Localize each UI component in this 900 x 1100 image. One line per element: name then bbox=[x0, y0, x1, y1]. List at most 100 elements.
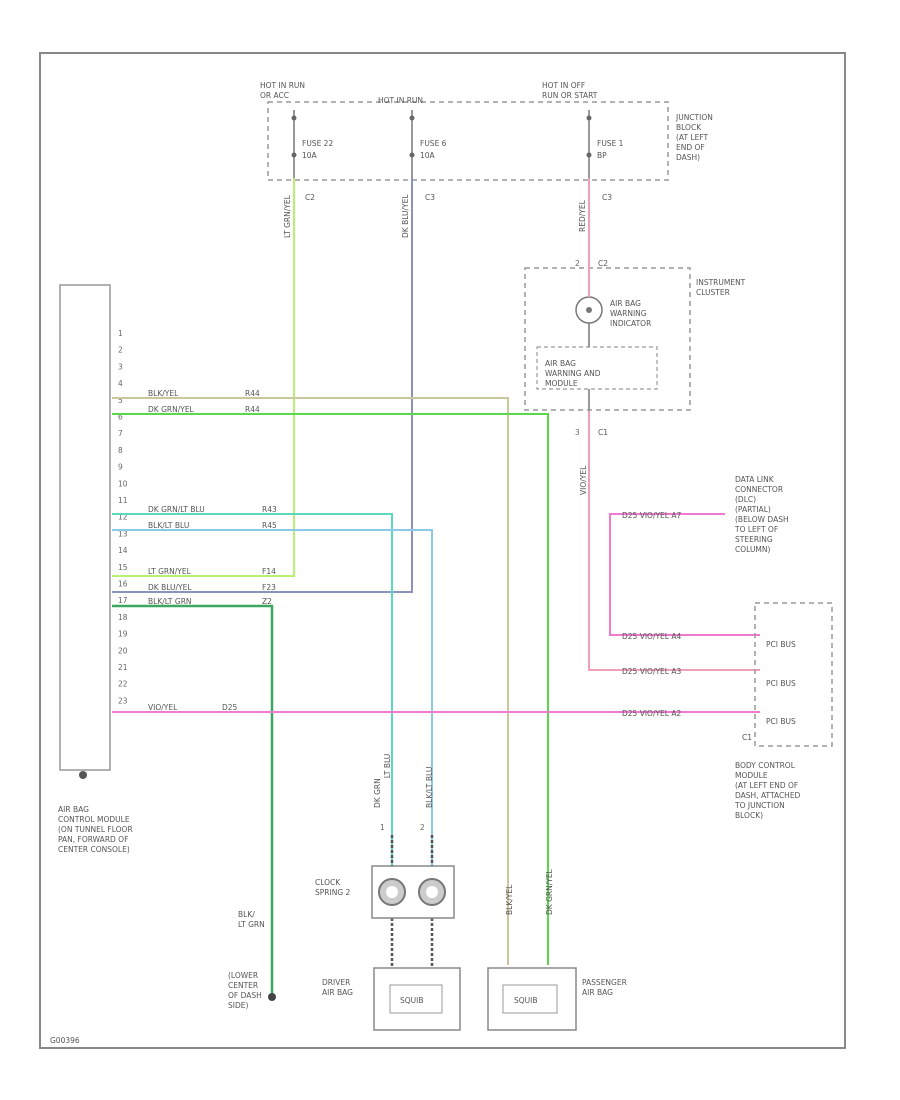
acm-wire-name-2: DK GRN/LT BLU bbox=[148, 505, 205, 514]
acm-pin-15: 15 bbox=[118, 563, 128, 572]
acm-wire-circuit-0: R44 bbox=[245, 389, 260, 398]
acm-pin-13: 13 bbox=[118, 529, 128, 538]
passenger-squib bbox=[502, 984, 558, 1014]
fuse-22: FUSE 22 10A bbox=[291, 110, 333, 178]
fuse-22-label: FUSE 22 bbox=[302, 139, 333, 148]
wire-blk-lt-blu bbox=[112, 529, 433, 868]
cluster-connector-c1: C1 bbox=[598, 428, 608, 437]
acm-pin-20: 20 bbox=[118, 646, 128, 655]
acm-pin-12: 12 bbox=[118, 513, 128, 522]
fuse-6: FUSE 6 10A bbox=[409, 110, 447, 178]
wire-blk-yel bbox=[112, 397, 509, 965]
wire-dk-grn-lt-blu bbox=[112, 513, 393, 868]
cluster-pin-bottom: 3 bbox=[575, 428, 580, 437]
acm-wire-circuit-4: F14 bbox=[262, 567, 276, 576]
acm-pin-16: 16 bbox=[118, 580, 128, 589]
bcm-row-1: PCI BUS bbox=[766, 640, 796, 649]
driver-air-bag-box bbox=[373, 967, 461, 1031]
acm-wire-circuit-6: Z2 bbox=[262, 597, 272, 606]
acm-wire-name-7: VIO/YEL bbox=[148, 703, 178, 712]
acm-pin-18: 18 bbox=[118, 613, 128, 622]
acm-pin-7: 7 bbox=[118, 429, 123, 438]
acm-pin-21: 21 bbox=[118, 663, 128, 672]
acm-wire-name-4: LT GRN/YEL bbox=[148, 567, 192, 576]
acm-wire-circuit-1: R44 bbox=[245, 405, 260, 414]
acm-ground-dot bbox=[79, 771, 87, 779]
acm-wire-circuit-7: D25 bbox=[222, 703, 238, 712]
driver-squib-label: SQUIB bbox=[400, 996, 424, 1005]
body-control-module-box bbox=[754, 602, 833, 747]
wire-dk-grn-yel bbox=[112, 413, 549, 965]
bcm-row-2: PCI BUS bbox=[766, 679, 796, 688]
ground-point bbox=[268, 993, 276, 1001]
acm-pin-2: 2 bbox=[118, 346, 123, 355]
wire-dk-blu-yel bbox=[112, 178, 413, 593]
wire-blk-lt-grn bbox=[112, 604, 274, 995]
connector-c2-label: C2 bbox=[305, 193, 315, 202]
wire-vio-yel-cluster bbox=[588, 410, 760, 671]
fuse-6-label: FUSE 6 bbox=[420, 139, 447, 148]
cluster-pin-top: 2 bbox=[575, 259, 580, 268]
fuse-1: FUSE 1 BP bbox=[586, 110, 624, 178]
passenger-wire-label-2: DK GRN/YEL bbox=[545, 868, 554, 915]
acm-pin-11: 11 bbox=[118, 496, 128, 505]
acm-pin-4: 4 bbox=[118, 379, 123, 388]
cluster-connector-c2: C2 bbox=[598, 259, 608, 268]
wire-lt-grn-yel bbox=[112, 178, 295, 577]
acm-pin-3: 3 bbox=[118, 362, 123, 371]
acm-wire-name-3: BLK/LT BLU bbox=[148, 521, 189, 530]
clock-spring-pin-2: 2 bbox=[420, 823, 425, 832]
clock-spring-pin-1: 1 bbox=[380, 823, 385, 832]
acm-wire-circuit-5: F23 bbox=[262, 583, 276, 592]
ground-wire-label: BLK/LT GRN bbox=[238, 910, 265, 929]
wire-redyel-label: RED/YEL bbox=[578, 199, 587, 232]
fuse-22-amps: 10A bbox=[302, 151, 318, 160]
driver-squib bbox=[389, 984, 443, 1014]
acm-pin-14: 14 bbox=[118, 546, 128, 555]
acm-pin-19: 19 bbox=[118, 630, 128, 639]
acm-wire-labels: BLK/YEL R44 DK GRN/YEL R44 DK GRN/LT BLU R43B… bbox=[148, 389, 277, 712]
instrument-cluster-box bbox=[524, 267, 691, 411]
acm-wire-circuit-3: R45 bbox=[262, 521, 277, 530]
clock-wire-label-1: DK GRNLT BLU bbox=[373, 754, 392, 808]
acm-pin-5: 5 bbox=[118, 396, 123, 405]
acm-pin-17: 17 bbox=[118, 596, 128, 605]
acm-pin-6: 6 bbox=[118, 413, 123, 422]
acm-pin-1: 1 bbox=[118, 329, 123, 338]
junction-block-box bbox=[267, 101, 669, 181]
hot-run-label: HOT IN RUN bbox=[378, 96, 423, 105]
acm-wire-name-1: DK GRN/YEL bbox=[148, 405, 195, 414]
dlc-wire-label: D25 VIO/YEL A7 bbox=[622, 511, 681, 520]
connector-c3-label: C3 bbox=[425, 193, 435, 202]
fuse-1-label: FUSE 1 bbox=[597, 139, 624, 148]
fuse-6-amps: 10A bbox=[420, 151, 436, 160]
acm-pin-23: 23 bbox=[118, 696, 128, 705]
fuse-1-amps: BP bbox=[597, 151, 607, 160]
passenger-squib-label: SQUIB bbox=[514, 996, 538, 1005]
acm-pin-9: 9 bbox=[118, 463, 123, 472]
bcm-wire-1: D25 VIO/YEL A4 bbox=[622, 632, 681, 641]
acm-wire-name-0: BLK/YEL bbox=[148, 389, 179, 398]
wire-dkblu-label: DK BLU/YEL bbox=[401, 194, 410, 238]
acm-pin-8: 8 bbox=[118, 446, 123, 455]
acm-wire-name-5: DK BLU/YEL bbox=[148, 583, 192, 592]
wire-vio-yel-dlc bbox=[609, 513, 760, 636]
clock-wire-label-2: BLK/LT BLU bbox=[425, 767, 434, 808]
connector-c3b-label: C3 bbox=[602, 193, 612, 202]
acm-wire-circuit-2: R43 bbox=[262, 505, 277, 514]
bcm-wire-3: D25 VIO/YEL A2 bbox=[622, 709, 681, 718]
acm-pin-10: 10 bbox=[118, 479, 128, 488]
acm-wire-name-6: BLK/LT GRN bbox=[148, 597, 192, 606]
